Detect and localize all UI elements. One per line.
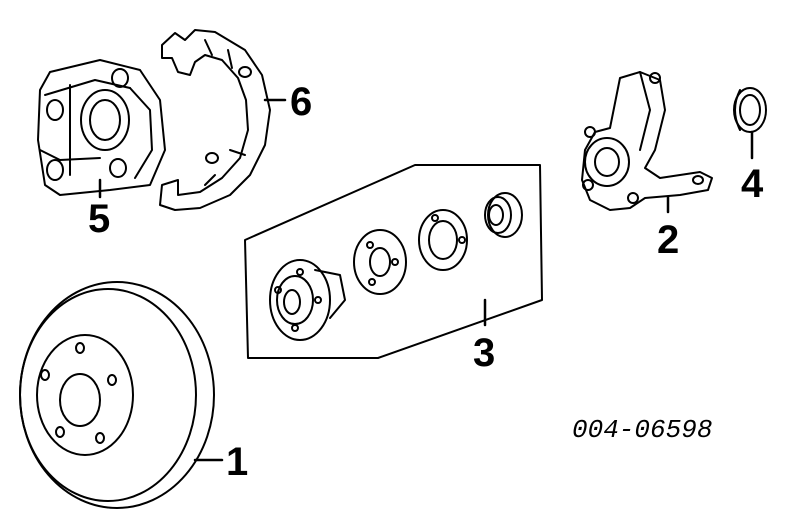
hub-bearing-group [244,164,543,359]
reference-code: 004-06598 [572,415,713,445]
hub-plate-part [353,229,407,295]
callout-3: 3 [473,331,496,375]
brake-rotor-part [19,281,215,509]
callout-2: 2 [657,218,680,262]
bearing-race-part [418,209,468,271]
hub-flange-part [269,259,346,341]
caliper-part [37,59,166,196]
steering-knuckle-part [581,71,713,211]
callout-6: 6 [290,80,313,124]
callout-5: 5 [88,197,111,241]
caliper-bracket-part [159,29,271,211]
bearing-part [484,192,523,238]
leader-lines [98,98,754,462]
seal-part [733,87,767,133]
callout-1: 1 [226,440,249,484]
callout-4: 4 [741,162,764,206]
